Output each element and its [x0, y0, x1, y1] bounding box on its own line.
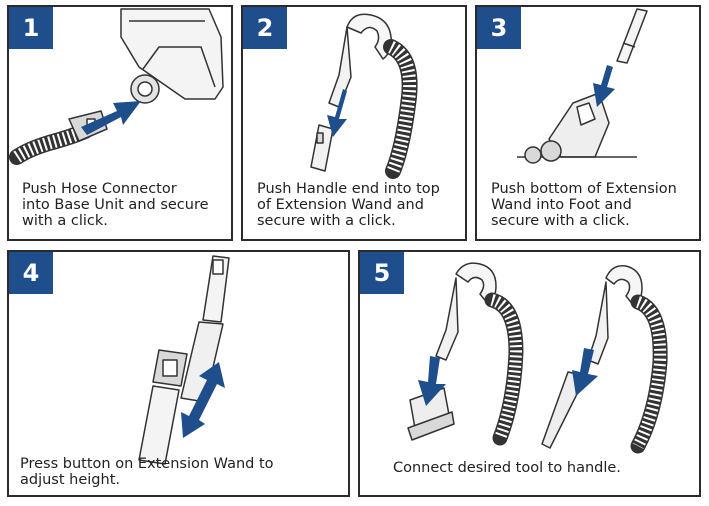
- step-3-caption: Push bottom of Extension Wand into Foot …: [491, 181, 677, 229]
- step-2-number: 2: [243, 7, 287, 49]
- step-5-caption: Connect desired tool to handle.: [393, 460, 621, 476]
- step-4-caption: Press button on Extension Wand to adjust…: [20, 456, 274, 488]
- step-1-number: 1: [9, 7, 53, 49]
- step-3-panel: 3 Push bottom of Extension Wand into Foo…: [475, 5, 701, 241]
- step-5-illustration: [407, 262, 668, 454]
- step-4-number: 4: [9, 252, 53, 294]
- step-1-caption: Push Hose Connector into Base Unit and s…: [22, 181, 209, 229]
- step-3-illustration: [517, 8, 648, 164]
- step-1-panel: 1 Push Hose Connector into Base Unit and…: [7, 5, 233, 241]
- step-2-illustration: [310, 13, 418, 179]
- step-5-panel: 5 Connect desired tool to handle.: [358, 250, 701, 497]
- step-1-arrow: [81, 101, 141, 135]
- step-2-caption: Push Handle end into top of Extension Wa…: [257, 181, 440, 229]
- step-5-number: 5: [360, 252, 404, 294]
- step-2-arrow: [327, 89, 347, 137]
- step-3-arrow: [593, 65, 615, 107]
- step-4-illustration: [138, 255, 230, 465]
- step-1-illustration: [9, 8, 224, 165]
- step-4-arrow: [181, 362, 225, 438]
- step-5-arrow-right: [572, 348, 598, 396]
- step-4-panel: 4 Press button on Extension Wand to adju…: [7, 250, 350, 497]
- step-2-panel: 2 Push Handle end into top of Extension …: [241, 5, 467, 241]
- step-5-arrow-left: [418, 356, 446, 406]
- step-3-number: 3: [477, 7, 521, 49]
